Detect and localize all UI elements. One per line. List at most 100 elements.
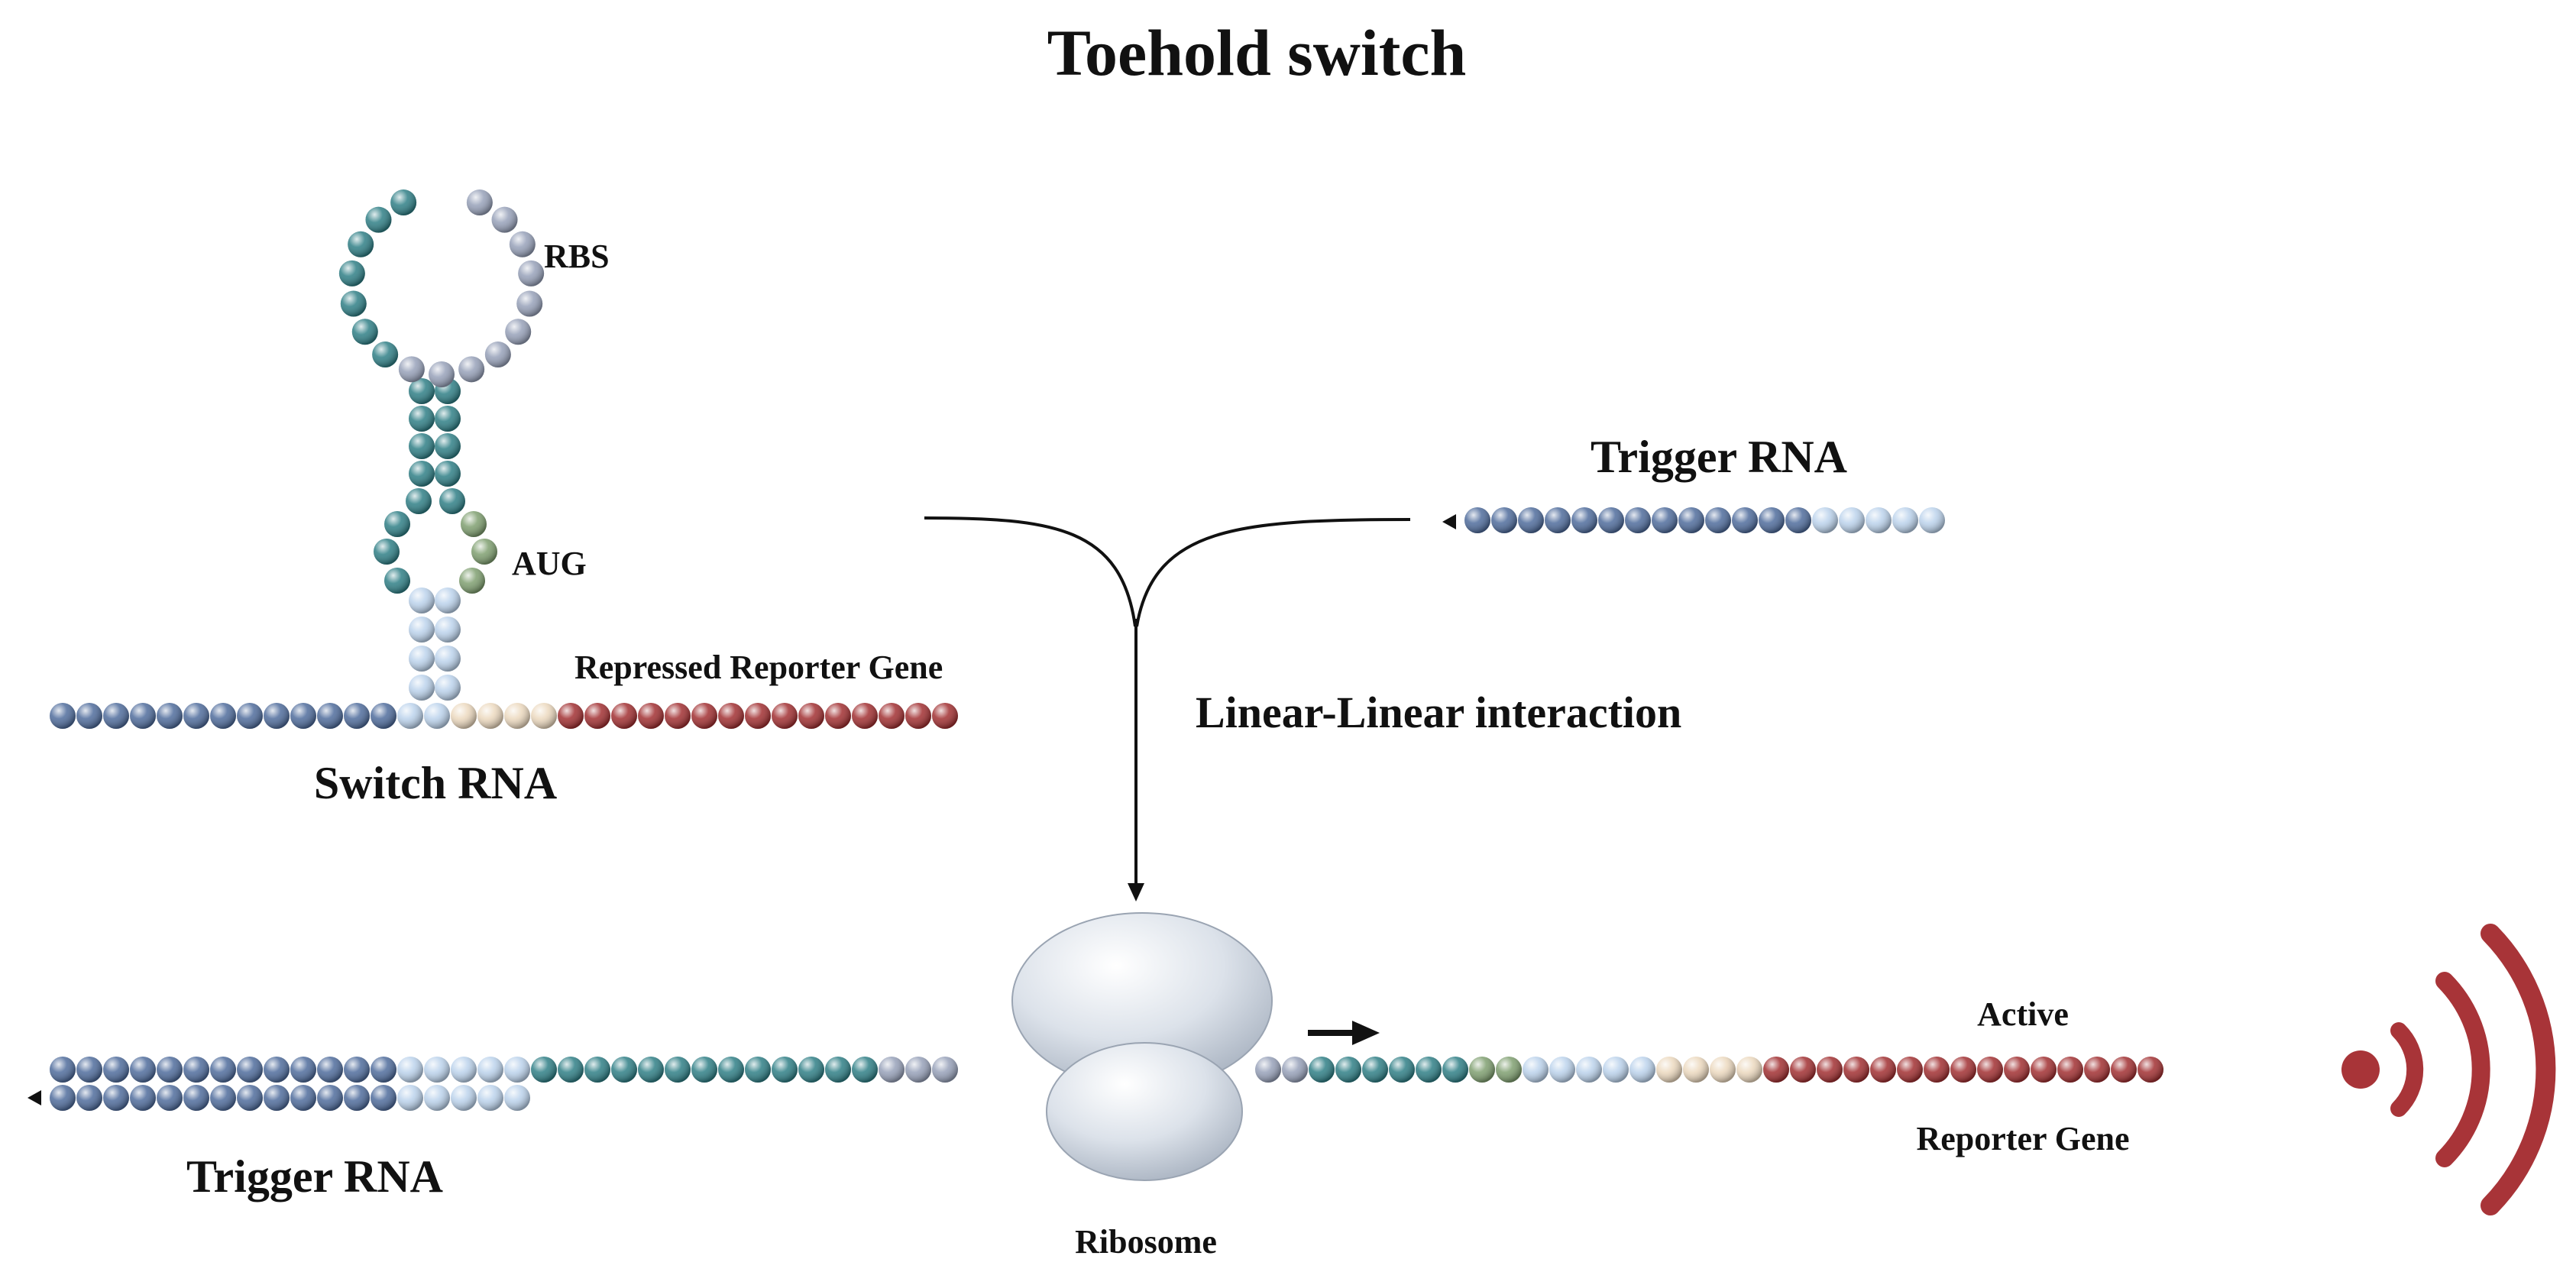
strand-bead-shine: [1656, 1057, 1682, 1083]
stem-bead-shine: [409, 646, 435, 672]
strand-bead-shine: [879, 1057, 905, 1083]
strand-bead-shine: [1629, 1057, 1655, 1083]
switch-bead-shine: [879, 703, 905, 729]
trigger-bead-shine: [1545, 507, 1571, 533]
switch-bead-shine: [50, 703, 76, 729]
rbs-loop-bead-shine: [365, 206, 392, 233]
stem-bead-shine: [435, 646, 461, 672]
strand-bead-shine: [157, 1057, 183, 1083]
switch-rna-label: Switch RNA: [314, 758, 557, 808]
strand-bead-shine: [1549, 1057, 1575, 1083]
switch-bead-shine: [798, 703, 824, 729]
switch-bead-shine: [852, 703, 878, 729]
strand-bead-shine: [2004, 1057, 2030, 1083]
trigger-bead-shine: [1652, 507, 1678, 533]
strand-bead-shine: [477, 1057, 503, 1083]
switch-bead-shine: [745, 703, 771, 729]
rbs-loop-bead-shine: [351, 319, 378, 345]
interaction-curve-right: [1135, 518, 1411, 627]
trigger-bead-shine: [397, 1085, 423, 1111]
switch-bead-shine: [237, 703, 263, 729]
trigger-bead-shine: [424, 1085, 450, 1111]
rbs-label: RBS: [544, 238, 610, 275]
trigger-bead-shine: [157, 1085, 183, 1111]
strand-bead-shine: [1950, 1057, 1976, 1083]
trigger-bead-shine: [50, 1085, 76, 1111]
strand-bead-shine: [1924, 1057, 1950, 1083]
switch-bead-shine: [103, 703, 129, 729]
aug-bead-shine: [461, 511, 487, 537]
trigger-bead-shine: [1759, 507, 1785, 533]
strand-bead-shine: [1817, 1057, 1843, 1083]
trigger-bead-shine: [451, 1085, 477, 1111]
strand-bead-shine: [397, 1057, 423, 1083]
trigger-bead-shine: [130, 1085, 156, 1111]
switch-bead-shine: [130, 703, 156, 729]
trigger-bead-shine: [1839, 507, 1865, 533]
stem-bead-shine: [435, 675, 461, 701]
strand-bead-shine: [1897, 1057, 1923, 1083]
loop-bead-shine: [384, 568, 410, 594]
aug-label: AUG: [512, 545, 587, 582]
trigger-rna-strand-top: [1464, 507, 1945, 533]
trigger-bead-shine: [1491, 507, 1517, 533]
strand-bead-shine: [905, 1057, 931, 1083]
strand-bead-shine: [451, 1057, 477, 1083]
rbs-loop-bead-shine: [348, 231, 374, 257]
rbs-loop-bead-shine: [340, 290, 367, 317]
switch-bead-shine: [344, 703, 370, 729]
strand-bead-shine: [50, 1057, 76, 1083]
repressed-reporter-gene-label: Repressed Reporter Gene: [574, 649, 943, 686]
strand-bead-shine: [504, 1057, 530, 1083]
stem-bead-shine: [435, 587, 461, 613]
trigger-bead-shine: [183, 1085, 209, 1111]
switch-bead-shine: [905, 703, 931, 729]
strand-bead-shine: [2057, 1057, 2083, 1083]
strand-bead-shine: [1362, 1057, 1388, 1083]
arrow-icon: [1128, 883, 1144, 901]
strand-bead-shine: [130, 1057, 156, 1083]
strand-bead-shine: [183, 1057, 209, 1083]
page-title: Toehold switch: [1047, 16, 1467, 89]
strand-bead-shine: [531, 1057, 557, 1083]
strand-bead-shine: [1309, 1057, 1335, 1083]
strand-bead-shine: [103, 1057, 129, 1083]
strand-bead-shine: [1790, 1057, 1816, 1083]
trigger-bead-shine: [344, 1085, 370, 1111]
stem-bead-shine: [435, 461, 461, 487]
rbs-loop-bead-shine: [372, 341, 399, 368]
switch-bead-shine: [451, 703, 477, 729]
strand-bead-shine: [424, 1057, 450, 1083]
strand-bead-shine: [76, 1057, 102, 1083]
switch-bead-shine: [76, 703, 102, 729]
strand-bead-shine: [1576, 1057, 1602, 1083]
trigger-bead-shine: [264, 1085, 290, 1111]
stem-bead-shine: [409, 587, 435, 613]
arrow-head-icon: [28, 1090, 41, 1105]
strand-bead-shine: [611, 1057, 637, 1083]
stem-bead-shine: [435, 433, 461, 459]
trigger-bead-shine: [76, 1085, 102, 1111]
activated-switch-strand: [50, 1057, 2163, 1111]
strand-bead-shine: [1416, 1057, 1442, 1083]
interaction-curve-left: [924, 516, 1137, 627]
trigger-bead-shine: [1464, 507, 1490, 533]
strand-bead-shine: [371, 1057, 396, 1083]
strand-bead-shine: [2031, 1057, 2057, 1083]
switch-bead-shine: [691, 703, 717, 729]
strand-bead-shine: [2084, 1057, 2110, 1083]
switch-bead-shine: [611, 703, 637, 729]
strand-bead-shine: [1870, 1057, 1896, 1083]
switch-rna-strand: [50, 189, 958, 729]
trigger-bead-shine: [1732, 507, 1758, 533]
rbs-loop-bead-shine: [509, 231, 536, 257]
loop-bead-shine: [406, 488, 432, 514]
switch-bead-shine: [424, 703, 450, 729]
switch-bead-shine: [558, 703, 584, 729]
trigger-bead-shine: [317, 1085, 343, 1111]
trigger-bead-shine: [1518, 507, 1544, 533]
strand-bead-shine: [772, 1057, 798, 1083]
strand-bead-shine: [2137, 1057, 2163, 1083]
